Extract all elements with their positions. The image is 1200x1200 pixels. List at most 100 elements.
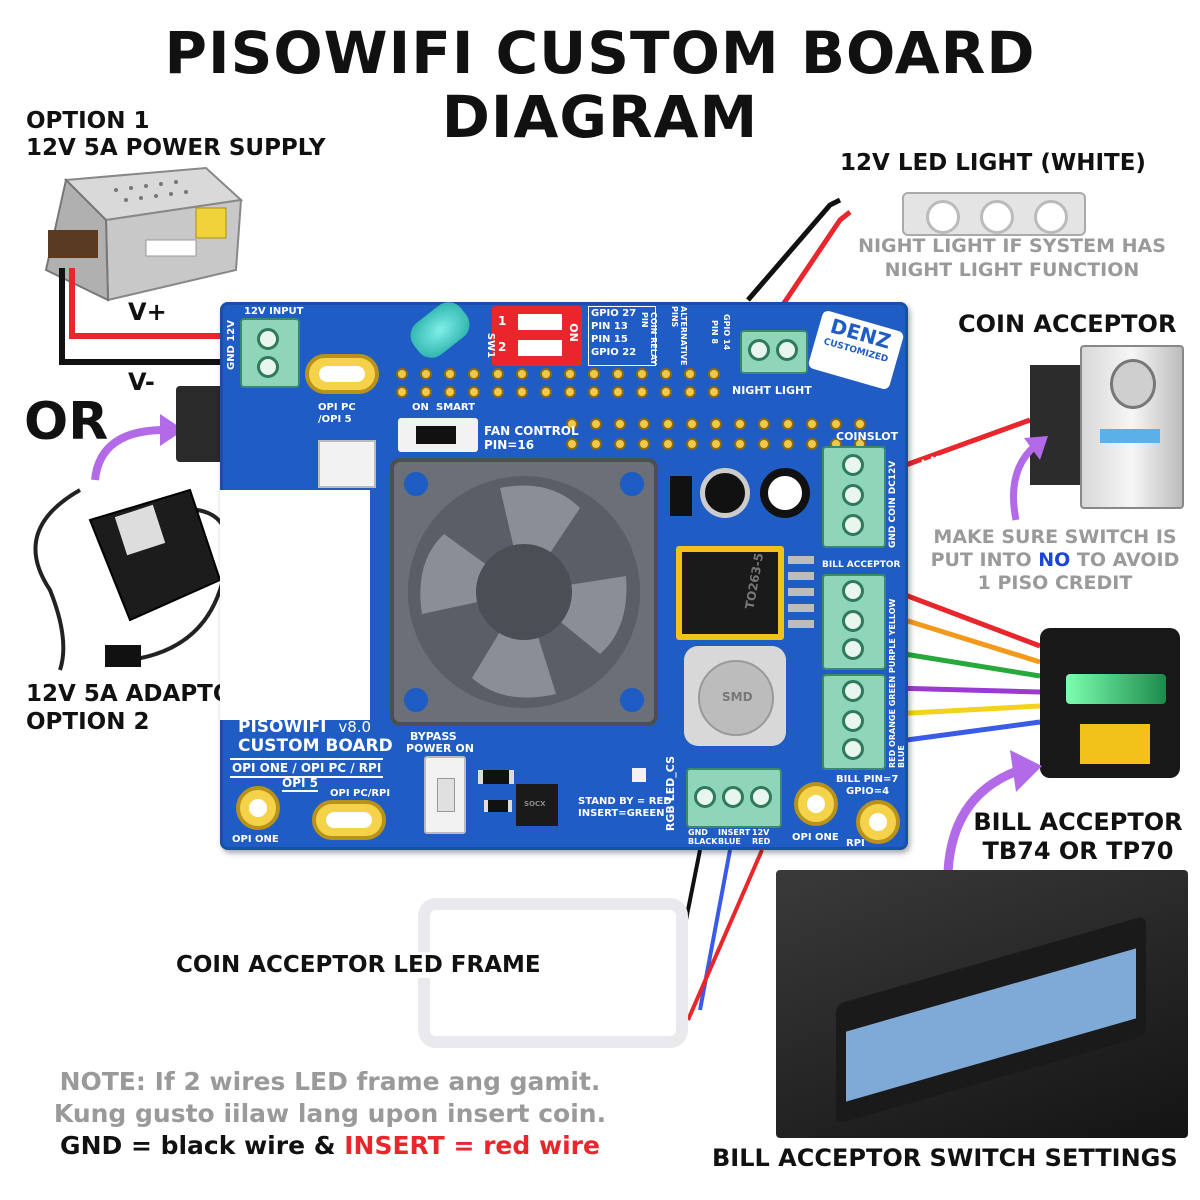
rgb-led-terminal [686, 768, 782, 828]
bypass-power-button[interactable] [424, 756, 466, 834]
coin-acceptor-title: COIN ACCEPTOR [958, 310, 1177, 338]
smart-slide-switch[interactable] [398, 418, 478, 452]
header-pin [854, 418, 866, 430]
header-pin [684, 368, 696, 380]
header-pin [516, 386, 528, 398]
header-pin [806, 438, 818, 450]
led-light-note1: NIGHT LIGHT IF SYSTEM HAS [858, 235, 1166, 257]
header-pin [636, 386, 648, 398]
header-pin [566, 438, 578, 450]
gpio4-label: GPIO=4 [846, 786, 890, 797]
header-pin [684, 386, 696, 398]
12v-red-label: 12V RED [752, 828, 771, 846]
gnd-12v-label: GND 12V [226, 320, 237, 371]
or-label: OR [24, 392, 109, 452]
led-light-title: 12V LED LIGHT (WHITE) [840, 150, 1146, 176]
note-line3: GND = black wire & INSERT = red wire [0, 1130, 660, 1162]
note-block: NOTE: If 2 wires LED frame ang gamit. Ku… [0, 1066, 660, 1162]
note-line2: Kung gusto iilaw lang upon insert coin. [53, 1099, 607, 1128]
fan-pin-label: PIN=16 [484, 438, 535, 452]
vminus-label: V- [128, 368, 155, 396]
board-name: PISOWIFI v8.0 CUSTOM BOARD [238, 718, 393, 756]
sw1-pos1: 1 [498, 314, 507, 328]
header-pin [660, 386, 672, 398]
opi-pc-label: OPI PC [318, 402, 356, 413]
switch-on-label: ON [412, 402, 429, 413]
header-pin [662, 418, 674, 430]
option2-label: 12V 5A ADAPTOR OPTION 2 [26, 680, 250, 736]
header-pin [830, 418, 842, 430]
header-pin [708, 368, 720, 380]
header-pin [782, 438, 794, 450]
pin15-label: PIN 15 [591, 334, 628, 345]
pin8-label: PIN 8 [710, 320, 719, 344]
bill-acceptor-terminal-1 [822, 574, 886, 670]
alt-pins-label: ALTERNATIVE PINS [670, 306, 688, 366]
smd-inductor [684, 646, 786, 746]
opi-list-label: OPI ONE / OPI PC / RPI [230, 758, 384, 778]
led-light-module [902, 192, 1086, 236]
header-pin [468, 368, 480, 380]
option1-label: OPTION 1 12V 5A POWER SUPPLY [26, 108, 326, 162]
header-pin [396, 386, 408, 398]
led-light-note2: NIGHT LIGHT FUNCTION [884, 259, 1140, 281]
header-pin [638, 418, 650, 430]
coin-note3: 1 PISO CREDIT [977, 572, 1133, 594]
input-12v-label: 12V INPUT [244, 306, 304, 317]
gpio-header [396, 368, 866, 458]
resistor-1 [478, 770, 514, 784]
header-pin [540, 386, 552, 398]
header-pin [612, 368, 624, 380]
header-pin [660, 368, 672, 380]
coinslot-label: COINSLOT [836, 430, 899, 443]
coinslot-terminal [822, 446, 886, 548]
option1-line2: 12V 5A POWER SUPPLY [26, 135, 326, 161]
insert-blue-label: INSERT BLUE [718, 828, 751, 846]
opi-one-right-label: OPI ONE [792, 832, 839, 843]
header-pin [758, 418, 770, 430]
page-title-line2: DIAGRAM [441, 83, 759, 151]
gpio-labels-box: GPIO 27 PIN 13 PIN 15 GPIO 22 [588, 306, 656, 366]
led-frame-label: COIN ACCEPTOR LED FRAME [172, 952, 545, 978]
header-pin [662, 438, 674, 450]
mount-hole-rpi [856, 800, 900, 844]
opi5-label: OPI 5 [282, 776, 318, 792]
regulator-pins [788, 556, 814, 632]
stand-by-label: STAND BY = RED [578, 796, 672, 807]
resistor-2 [484, 800, 512, 812]
insert-green-label: INSERT=GREEN [578, 808, 665, 819]
header-pin [614, 438, 626, 450]
header-pin [710, 438, 722, 450]
power-on-label: POWER ON [406, 742, 474, 755]
coin-relay-label: COIN RELAY PIN [640, 312, 658, 366]
header-pin [588, 386, 600, 398]
bill-acceptor-terminal-2 [822, 674, 886, 770]
led-light-note: NIGHT LIGHT IF SYSTEM HAS NIGHT LIGHT FU… [852, 234, 1172, 282]
switch-settings-label: BILL ACCEPTOR SWITCH SETTINGS [712, 1144, 1178, 1172]
header-pin [782, 418, 794, 430]
dip-switch-photo [776, 870, 1188, 1138]
header-pin [708, 386, 720, 398]
rpi-label: RPI [846, 838, 865, 849]
header-pin [396, 368, 408, 380]
gpio14-label: GPIO 14 [722, 314, 731, 351]
header-pin [734, 438, 746, 450]
bill-acceptor-line1: BILL ACCEPTOR [973, 808, 1183, 836]
header-pin [734, 418, 746, 430]
cooling-fan [390, 458, 658, 726]
coin-acceptor-device [1030, 345, 1184, 509]
fan-control-label: FAN CONTROL [484, 424, 579, 438]
diode-component [670, 476, 692, 516]
smd-label: SMD [722, 690, 753, 704]
adaptor-icon [33, 488, 231, 671]
header-pin [686, 418, 698, 430]
header-pin [540, 368, 552, 380]
sw1-pos2: 2 [498, 340, 507, 354]
bill-acceptor-board-label: BILL ACCEPTOR [822, 560, 901, 570]
board-pisowifi: PISOWIFI [238, 717, 327, 737]
note-insert: INSERT = red wire [344, 1131, 600, 1160]
sw1-dip-switch[interactable]: 1 2 ON [492, 306, 582, 366]
coin-note2-c: TO AVOID [1070, 549, 1180, 571]
header-pin [614, 418, 626, 430]
